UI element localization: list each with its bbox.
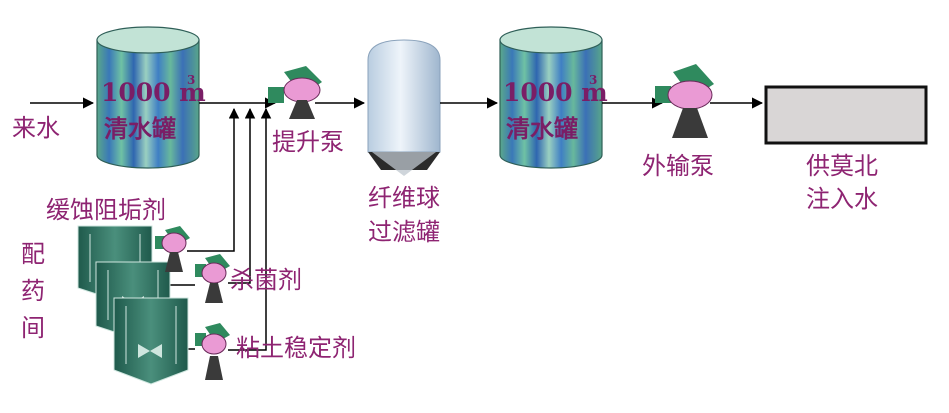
dosing-room-char: 配 <box>21 240 45 268</box>
fiber-ball-filter-tank <box>367 39 441 176</box>
lift-pump <box>268 66 322 119</box>
clear-water-tank-1 <box>96 26 200 169</box>
tank-2-volume: 1000 m <box>503 78 608 107</box>
clear-water-tank-2 <box>499 26 603 169</box>
filter-tank-label-line2: 过滤罐 <box>368 218 440 246</box>
tank-1-unit-exponent: 3 <box>187 73 196 87</box>
bactericide-label: 杀菌剂 <box>230 266 302 294</box>
lift-pump-label: 提升泵 <box>272 128 344 156</box>
tank-2-name: 清水罐 <box>506 115 578 143</box>
dosing-tanks <box>77 225 189 385</box>
dosing-pump-scale-inhibitor <box>155 226 190 272</box>
clay-stabilizer-label: 粘土稳定剂 <box>236 334 356 362</box>
tank-2-unit-exponent: 3 <box>589 73 598 87</box>
dosing-room-char: 药 <box>21 277 45 306</box>
export-pump <box>655 64 714 138</box>
dosing-room-char: 间 <box>21 314 45 343</box>
destination-label-line2: 注入水 <box>806 185 878 213</box>
outlet-box <box>764 85 928 145</box>
dosing-tank <box>113 297 189 385</box>
tank-1-name: 清水罐 <box>104 115 176 143</box>
dosing-pump-clay-stabilizer <box>195 323 230 380</box>
destination-label-line1: 供莫北 <box>806 152 878 180</box>
dosing-room-label: 配 药 间 <box>20 236 46 348</box>
scale-inhibitor-label: 缓蚀阻垢剂 <box>46 196 166 224</box>
export-pump-label: 外输泵 <box>642 152 714 180</box>
inlet-label: 来水 <box>12 114 60 142</box>
tank-1-volume: 1000 m <box>101 78 206 107</box>
filter-tank-label-line1: 纤维球 <box>368 184 440 212</box>
dosing-pump-bactericide <box>195 254 230 303</box>
